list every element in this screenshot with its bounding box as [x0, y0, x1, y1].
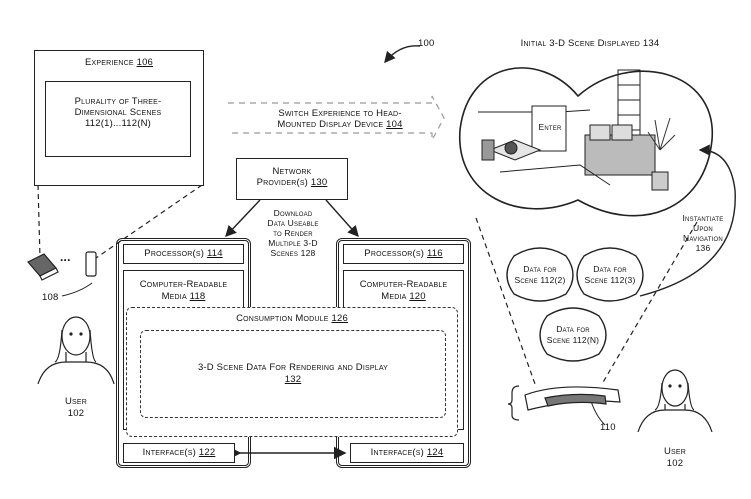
hmd-ref: 110 — [600, 422, 616, 433]
data-blob-scene-2: Data forScene 112(2) — [505, 264, 575, 286]
data-blob-scene-n: Data forScene 112(N) — [538, 324, 608, 346]
data-blob-scene-3: Data forScene 112(3) — [575, 264, 645, 286]
